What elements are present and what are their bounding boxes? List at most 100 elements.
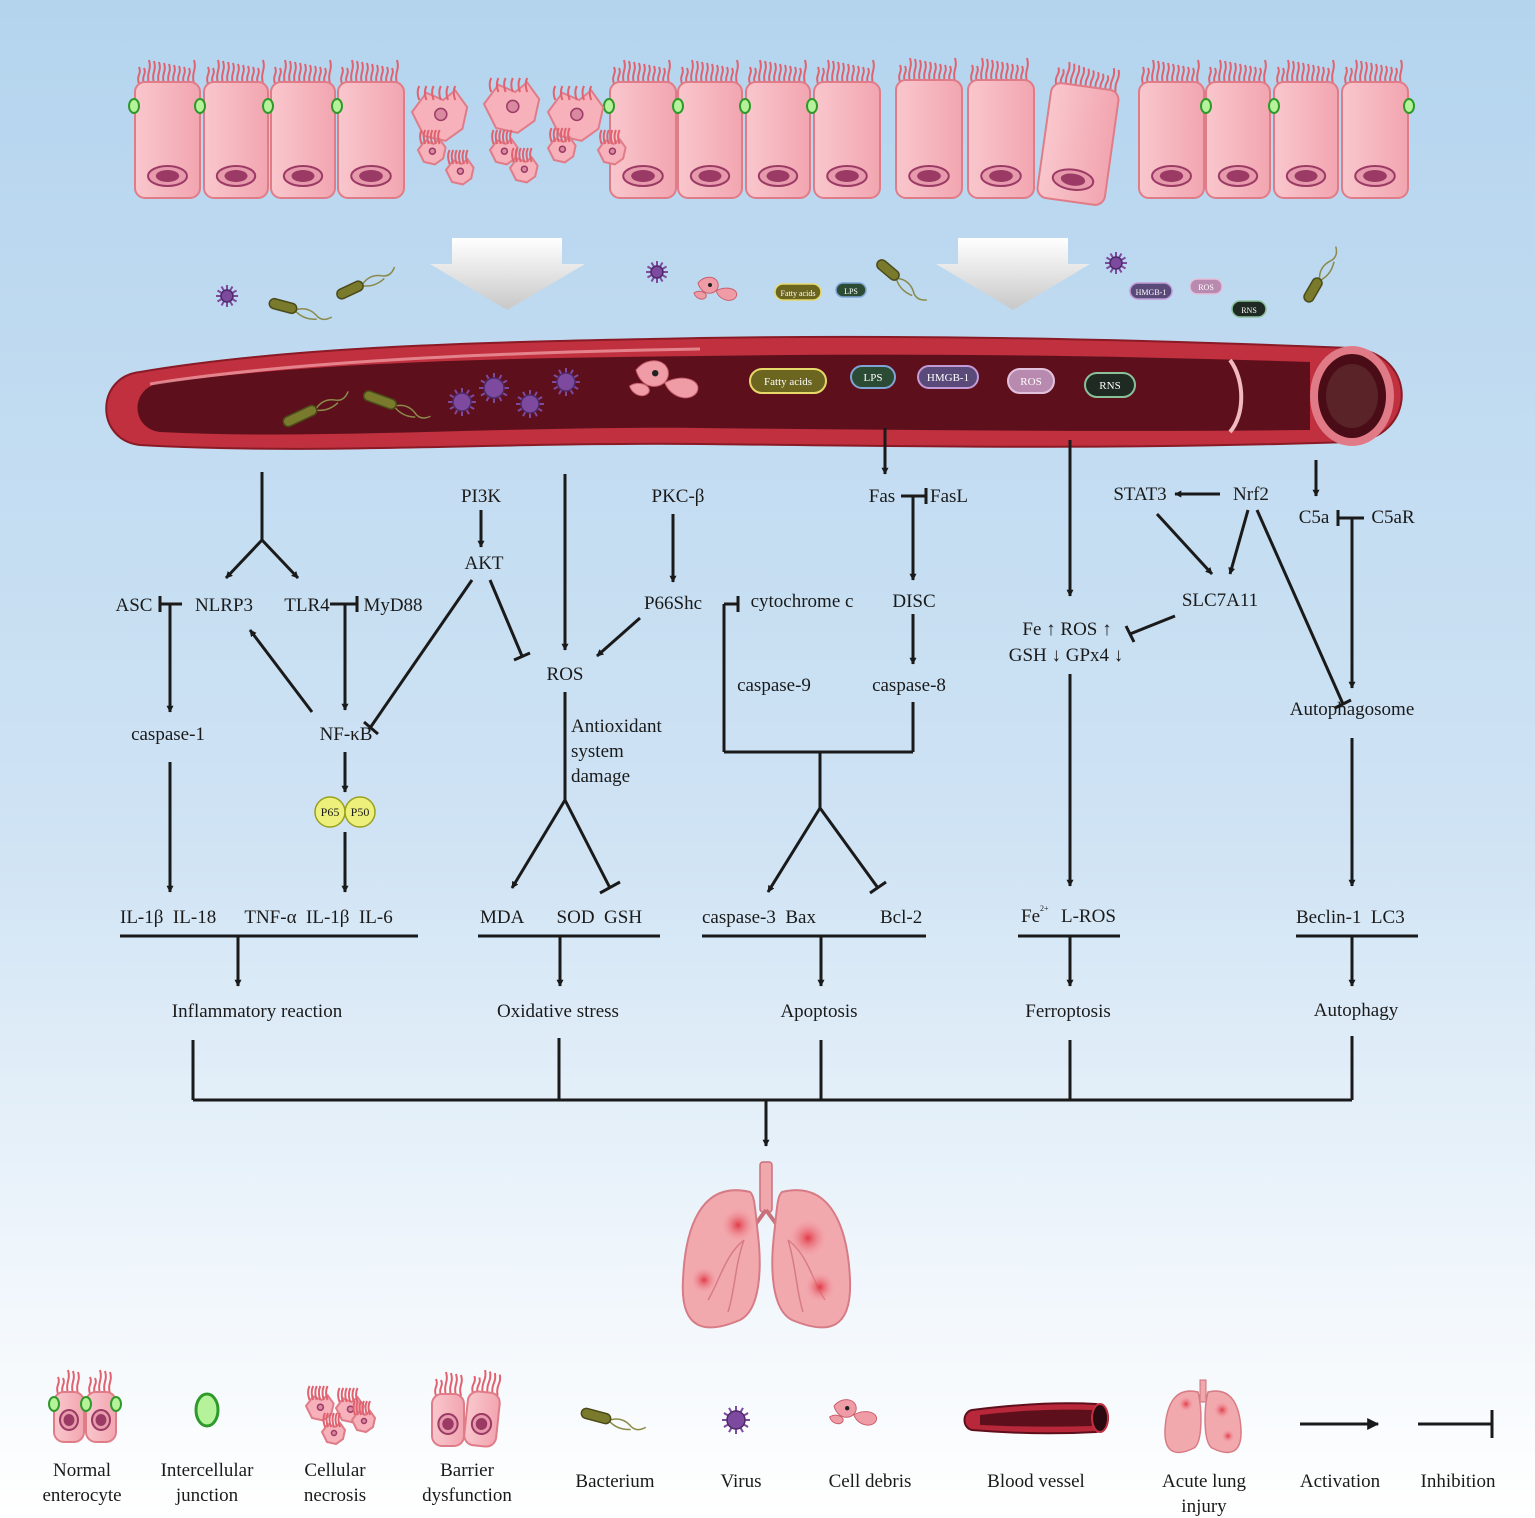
junction-icon — [739, 98, 751, 114]
enterocyte — [813, 59, 881, 199]
apoptosis-markers-left: caspase-3 Bax — [702, 907, 816, 928]
legend-debris-icon — [829, 1399, 878, 1426]
necrotic-cell — [350, 1400, 377, 1434]
legend-vessel-label: Blood vessel — [987, 1471, 1085, 1492]
node-gsh-gpx4: GSH ↓ GPx4 ↓ — [1009, 645, 1124, 666]
outcome-inflammatory-reaction: Inflammatory reaction — [172, 1001, 343, 1022]
intestinal-epithelium — [128, 57, 1415, 206]
outcome-labels: Inflammatory reaction Oxidative stress A… — [172, 1000, 1399, 1022]
pill-label: ROS — [1198, 283, 1214, 292]
bacterium-icon — [336, 266, 396, 300]
enterocyte — [609, 59, 677, 199]
enterocyte — [134, 59, 201, 199]
enterocyte — [1273, 59, 1339, 199]
enterocyte — [1341, 59, 1409, 199]
node-pi3k: PI3K — [461, 486, 501, 507]
pill-label: Fatty acids — [764, 376, 812, 388]
node-antioxidant-3: damage — [571, 766, 630, 787]
virus-icon — [552, 368, 580, 396]
small-pill-hmgb1: HMGB-1 — [1129, 282, 1173, 300]
bacterium-icon — [362, 390, 431, 419]
pill-label: LPS — [844, 287, 858, 296]
virus-icon — [516, 390, 544, 418]
small-pill-fatty-acids: Fatty acids — [774, 283, 822, 301]
cell-debris-icon — [629, 360, 699, 399]
translocation-arrow-right — [936, 238, 1090, 310]
legend-blood-vessel-icon — [963, 1402, 1109, 1435]
node-fasl: FasL — [930, 486, 968, 507]
p50-label: P50 — [351, 805, 370, 819]
pill-label: HMGB-1 — [927, 372, 969, 384]
necrotic-cell — [444, 149, 475, 186]
node-nlrp3: NLRP3 — [195, 595, 253, 616]
enterocyte — [431, 1371, 465, 1447]
legend-bacterium-icon — [580, 1407, 647, 1431]
legend-acute-lung-injury-icon — [1164, 1379, 1242, 1454]
outcome-apoptosis: Apoptosis — [780, 1001, 857, 1022]
junction-icon — [603, 98, 615, 114]
blood-vessel — [105, 335, 1403, 450]
enterocyte — [337, 59, 405, 199]
legend-ali-label-1: Acute lung — [1162, 1471, 1246, 1492]
pill-fatty-acids: Fatty acids — [749, 368, 827, 394]
enterocyte — [53, 1369, 85, 1443]
enterocyte — [1138, 59, 1205, 199]
translocating-factors — [216, 246, 1338, 321]
necrotic-cell — [410, 85, 469, 142]
junction-icon — [110, 1396, 122, 1412]
node-slc7a11: SLC7A11 — [1182, 590, 1258, 611]
pathway-lines — [120, 428, 1418, 1147]
node-myd88: MyD88 — [363, 595, 422, 616]
node-caspase-8: caspase-8 — [872, 675, 946, 696]
junction-icon — [80, 1396, 92, 1412]
legend-barrier-label-1: Barrier — [440, 1460, 494, 1481]
ferroptosis-lros: L-ROS — [1061, 906, 1116, 927]
junction-icon — [194, 98, 206, 114]
pill-label: RNS — [1241, 306, 1257, 315]
enterocyte — [1205, 59, 1271, 199]
cell-debris-icon — [829, 1399, 878, 1426]
small-pill-rns: RNS — [1231, 300, 1267, 318]
bacterium-icon — [876, 259, 927, 301]
small-pill-ros: ROS — [1189, 278, 1223, 295]
legend-necrosis-icon — [304, 1385, 377, 1446]
junction-icon — [331, 98, 343, 114]
pill-label: HMGB-1 — [1136, 288, 1167, 297]
enterocyte — [1036, 61, 1120, 206]
bacterium-icon — [580, 1407, 647, 1431]
legend-junction-icon — [194, 1392, 220, 1428]
junction-icon — [1268, 98, 1280, 114]
pill-label: LPS — [864, 372, 883, 384]
legend-normal-enterocyte-icon — [48, 1369, 122, 1443]
small-pill-lps: LPS — [835, 282, 867, 298]
junction-icon — [1403, 98, 1415, 114]
node-tlr4: TLR4 — [284, 595, 330, 616]
legend-ali-label-2: injury — [1181, 1496, 1227, 1517]
node-caspase-9: caspase-9 — [737, 675, 811, 696]
virus-icon — [216, 285, 238, 307]
virus-icon — [479, 373, 509, 403]
node-c5ar: C5aR — [1371, 507, 1415, 528]
legend-normal-label-1: Normal — [53, 1460, 111, 1481]
node-c5a: C5a — [1299, 507, 1330, 528]
necrotic-cell — [546, 85, 605, 142]
node-akt: AKT — [464, 553, 503, 574]
legend — [48, 1369, 1242, 1454]
node-labels: PI3K AKT PKC-β P66Shc ROS ASC NLRP3 TLR4… — [116, 484, 1415, 787]
junction-icon — [48, 1396, 60, 1412]
translocation-arrow-left — [430, 238, 585, 310]
pill-label: Fatty acids — [781, 289, 816, 298]
legend-junction-label-1: Intercellular — [161, 1460, 255, 1481]
bacterium-icon — [1303, 246, 1338, 303]
pill-label: ROS — [1020, 376, 1041, 388]
outcome-autophagy: Autophagy — [1314, 1000, 1399, 1021]
enterocyte — [85, 1369, 117, 1443]
node-caspase-1: caspase-1 — [131, 724, 205, 745]
legend-virus-label: Virus — [720, 1471, 761, 1492]
node-autophagosome: Autophagosome — [1290, 699, 1415, 720]
lung-illustration — [681, 1161, 852, 1329]
legend-necrosis-label-2: necrosis — [304, 1485, 366, 1506]
autophagy-markers: Beclin-1 LC3 — [1296, 907, 1405, 928]
enterocyte — [677, 59, 743, 199]
enterocyte — [895, 57, 963, 199]
